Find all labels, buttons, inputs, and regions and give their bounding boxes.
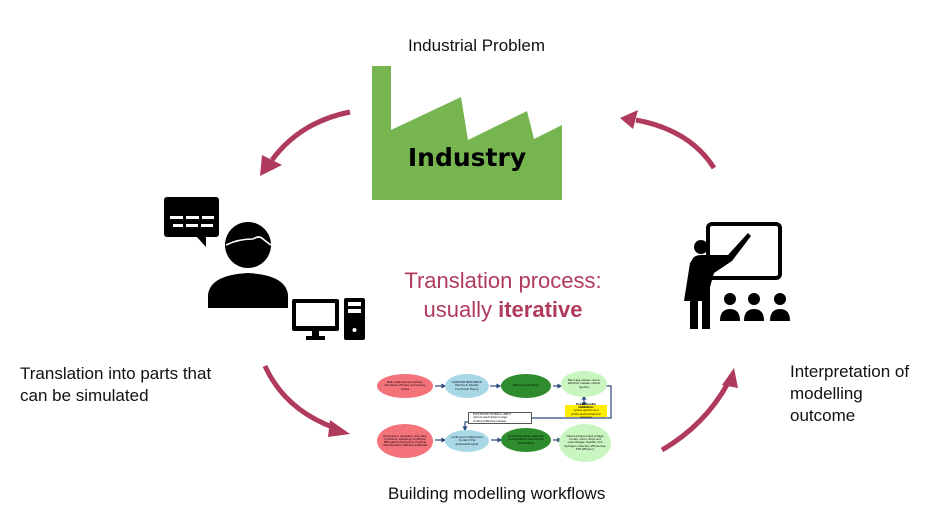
left-line-1: Translation into parts that [20,364,212,383]
arrow-top-right [635,117,717,170]
modelling-workflow-diagram: Bulk, defective and surface structures o… [373,368,618,468]
validation-title: Experimental validation: [576,403,596,410]
center-line-2-prefix: usually [423,297,499,322]
speech-bubble-icon [164,197,219,247]
workflow-electrode-input-box: ELECTRODE MATERIAL INPUT: optical spectr… [468,412,532,424]
presenter-audience-icon [684,222,790,329]
translation-into-parts-label: Translation into parts that can be simul… [20,363,211,407]
arrowhead-top-right [620,110,638,129]
workflow-connectors [435,383,612,443]
industry-label: Industry [407,143,527,172]
right-line-1: Interpretation of [790,362,910,381]
arrow-top-left [269,109,351,162]
interpretation-label: Interpretation of modelling outcome [790,361,909,427]
person-with-computer-icon [164,197,365,340]
workflow-node-electronic-structure: Electronic structure [501,374,551,398]
whiteboard-icon [706,222,782,280]
workflow-node-dimensions: Dimensions, geometry, boundary condition… [377,424,433,458]
input-box-text: optical spectra/band edge location/effec… [473,416,507,423]
workflow-node-current-densities: Current densities, potential, concentrat… [501,428,551,452]
workflow-node-multiphysics: Continuum multiphysics model of the phot… [445,430,489,452]
workflow-node-oxide-structures: Bulk, defective and surface structures o… [377,374,433,398]
audience-icon [720,293,790,321]
right-line-2: modelling [790,384,863,403]
arrow-bottom-right [660,381,731,453]
iterative-emphasis: iterative [498,297,583,322]
right-line-3: outcome [790,406,856,425]
user-icon [208,222,288,308]
workflow-node-experimental-validation: Experimental validation: optical spectra… [565,403,607,419]
center-line-1: Translation process: [404,268,602,293]
workflow-node-dft: QUANTUM MECHANICS: Electronic Density Fu… [445,374,489,398]
arrowhead-bottom-left [328,420,350,437]
arrowhead-bottom-right [722,368,738,388]
industrial-problem-label: Industrial Problem [408,36,546,55]
translation-process-label: Translation process: usually iterative [378,266,628,324]
workflow-node-device-photocurrent: Device photocurrent-voltage curves, ohmi… [559,424,611,462]
factory-icon [372,66,562,200]
building-workflows-label: Building modelling workflows [388,484,606,503]
left-line-2: can be simulated [20,386,149,405]
factory-shape [372,66,562,200]
presenter-icon [684,233,751,329]
arrowhead-top-left [260,155,282,176]
desktop-computer-icon [292,298,365,340]
validation-text: optical spectra and photo-electrochemica… [571,409,601,419]
input-box-title: ELECTRODE MATERIAL INPUT: [473,413,512,417]
workflow-node-band-gap: Band gap values, carrier effective masse… [561,371,607,397]
center-line-2: usually iterative [378,295,628,324]
arrow-bottom-left [262,364,336,431]
